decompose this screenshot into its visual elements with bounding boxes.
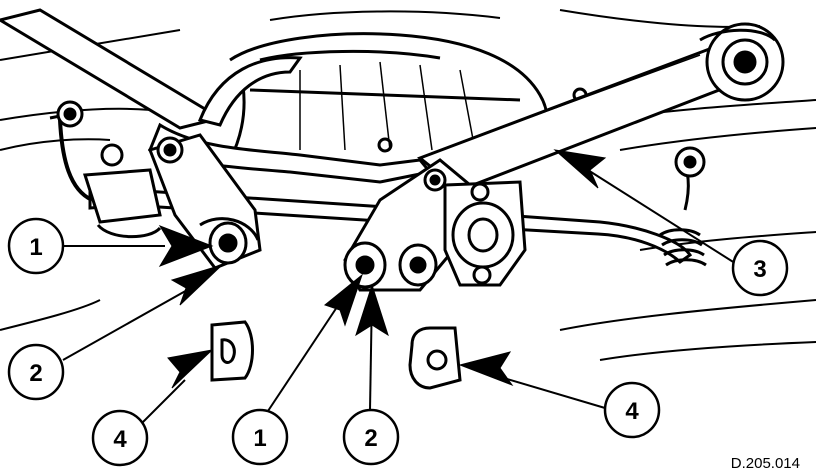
bushing-right-detached xyxy=(408,326,462,390)
centre-clamp xyxy=(343,158,472,292)
left-bushing-clamp xyxy=(148,133,262,270)
callout-2-centre: 2 xyxy=(342,408,400,466)
callout-3: 3 xyxy=(731,239,789,297)
svg-text:1: 1 xyxy=(253,425,266,452)
callout-4-right: 4 xyxy=(603,381,661,439)
cross-member xyxy=(0,8,433,184)
svg-text:2: 2 xyxy=(29,360,42,387)
figure-reference: D.205.014 xyxy=(731,455,800,472)
arrowhead-3 xyxy=(553,149,607,189)
trailing-arm xyxy=(417,22,785,192)
bushing-left-detached xyxy=(210,320,254,382)
arrowheads xyxy=(158,149,607,389)
arrowhead-4-left xyxy=(167,349,214,389)
svg-text:2: 2 xyxy=(364,425,377,452)
callout-2-left: 2 xyxy=(7,343,65,401)
svg-text:4: 4 xyxy=(113,426,127,453)
right-drop-link xyxy=(659,146,707,267)
callout-4-left: 4 xyxy=(91,409,149,467)
right-bushing-clamp xyxy=(443,180,527,287)
left-drop-link xyxy=(82,143,162,239)
arrowhead-1-left xyxy=(158,225,214,267)
callout-1-left: 1 xyxy=(7,217,65,275)
arrowhead-1-centre xyxy=(323,273,364,327)
arrowhead-2-centre xyxy=(355,283,389,337)
arrowhead-2-left xyxy=(170,264,223,306)
svg-text:4: 4 xyxy=(625,398,639,425)
arrowhead-4-right xyxy=(458,351,514,387)
svg-text:1: 1 xyxy=(29,234,42,261)
callout-1-centre: 1 xyxy=(231,408,289,466)
svg-text:3: 3 xyxy=(753,256,766,283)
